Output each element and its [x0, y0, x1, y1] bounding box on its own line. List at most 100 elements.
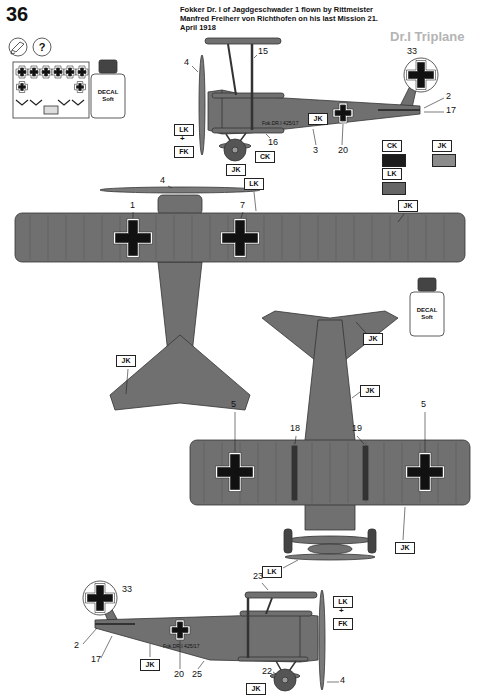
callout-number: 22: [262, 667, 272, 677]
color-code-badge: JK: [398, 200, 418, 212]
iron-cross: [407, 61, 436, 90]
color-code-badge: FK: [333, 618, 353, 630]
callout-number: 2: [74, 641, 79, 651]
wing-rib: [264, 215, 265, 260]
title: Fokker Dr. I of Jagdgeschwader 1 flown b…: [180, 5, 385, 32]
legend-code-box: CK: [382, 140, 402, 152]
bottle-cap: [99, 60, 117, 73]
decal-soft-bottle: [410, 292, 444, 336]
leader-lines: [83, 55, 444, 682]
color-code-badge: JK: [116, 355, 136, 367]
color-code: JK: [369, 335, 378, 343]
step-number: 36: [6, 3, 28, 25]
iron-cross: [221, 219, 260, 258]
color-code-badge: JK: [308, 113, 328, 125]
callout-number: 33: [407, 47, 417, 57]
color-code: JK: [401, 544, 410, 552]
color-code-badge: JK: [246, 683, 266, 695]
callout-number: 5: [421, 400, 426, 410]
wing-rib: [30, 215, 31, 260]
bottle-cap: [418, 278, 436, 291]
color-code: JK: [314, 115, 323, 123]
wing-rib: [276, 442, 277, 503]
iron-cross: [170, 620, 190, 640]
legend-text: LK: [387, 170, 396, 178]
legend-code-box: JK: [432, 140, 452, 152]
wing-rib: [156, 215, 157, 260]
color-code: FK: [338, 620, 347, 628]
wing-rib: [456, 442, 457, 503]
wing-rib: [390, 215, 391, 260]
color-code: LK: [267, 568, 276, 576]
callout-number: 19: [352, 424, 362, 434]
wing-rib: [444, 215, 445, 260]
bottle-label: DECAL Soft: [412, 307, 442, 320]
color-code-badge: LK: [333, 596, 353, 608]
decal-item: [44, 106, 58, 114]
wing-rib: [348, 442, 349, 503]
wing-rib: [372, 215, 373, 260]
color-code: LK: [249, 180, 258, 188]
color-code-badge: FK: [174, 146, 194, 158]
iron-cross: [75, 82, 86, 93]
callout-number: 25: [192, 670, 202, 680]
legend-entry: CK: [382, 140, 412, 167]
color-swatch: [432, 154, 456, 167]
help-icon: [33, 38, 51, 56]
serial-marking: Fok.DR.I 425/17: [163, 644, 199, 650]
wing-rib: [210, 215, 211, 260]
callout-number: 1: [130, 201, 135, 211]
color-swatch: [382, 182, 406, 195]
wing-rib: [174, 215, 175, 260]
wing-rib: [354, 215, 355, 260]
color-code: FK: [179, 148, 188, 156]
wing-rib: [312, 442, 313, 503]
callout-number: 2: [446, 92, 451, 102]
decal-chevrons: [16, 100, 84, 105]
color-code-badge: JK: [226, 164, 246, 176]
wing-rib: [84, 215, 85, 260]
iron-cross: [40, 66, 52, 78]
color-code-badge: JK: [140, 659, 160, 671]
color-code-badge: LK: [244, 178, 264, 190]
paint-icon: [9, 38, 27, 56]
color-code: LK: [338, 598, 347, 606]
callout-number: 16: [268, 138, 278, 148]
callout-number: 4: [160, 176, 165, 186]
wing-rib: [426, 215, 427, 260]
callout-number: 17: [446, 106, 456, 116]
color-code-badge: JK: [395, 542, 415, 554]
plus-sign: +: [180, 135, 185, 144]
iron-cross: [76, 66, 88, 78]
legend-entry: LK: [382, 168, 412, 195]
side-view-right: [83, 581, 325, 691]
wing-rib: [258, 442, 259, 503]
callout-number: 20: [174, 670, 184, 680]
iron-cross: [114, 219, 153, 258]
iron-cross: [52, 66, 64, 78]
side-view-left: [199, 38, 438, 161]
callout-number: 20: [338, 146, 348, 156]
bottom-view: [190, 311, 470, 560]
color-code-badge: LK: [262, 566, 282, 578]
color-code: JK: [366, 387, 375, 395]
watermark: Dr.I Triplane: [390, 30, 464, 44]
color-swatch: [382, 154, 406, 167]
wing-rib: [384, 442, 385, 503]
color-code-badge: CK: [255, 151, 275, 163]
color-code-badge: JK: [363, 333, 383, 345]
brush-icon: [11, 42, 24, 54]
decal-sheet: [13, 62, 89, 118]
callout-number: 4: [340, 676, 345, 686]
color-code-badge: LK: [174, 124, 194, 136]
iron-cross: [28, 66, 40, 78]
help-symbol: ?: [39, 41, 46, 53]
legend-text: CK: [387, 142, 397, 150]
color-code: LK: [179, 126, 188, 134]
iron-cross: [406, 453, 445, 492]
wing-rib: [318, 215, 319, 260]
iron-cross: [16, 66, 28, 78]
legend-code-box: LK: [382, 168, 402, 180]
serial-marking: Fok.DR.I 425/17: [262, 121, 298, 127]
